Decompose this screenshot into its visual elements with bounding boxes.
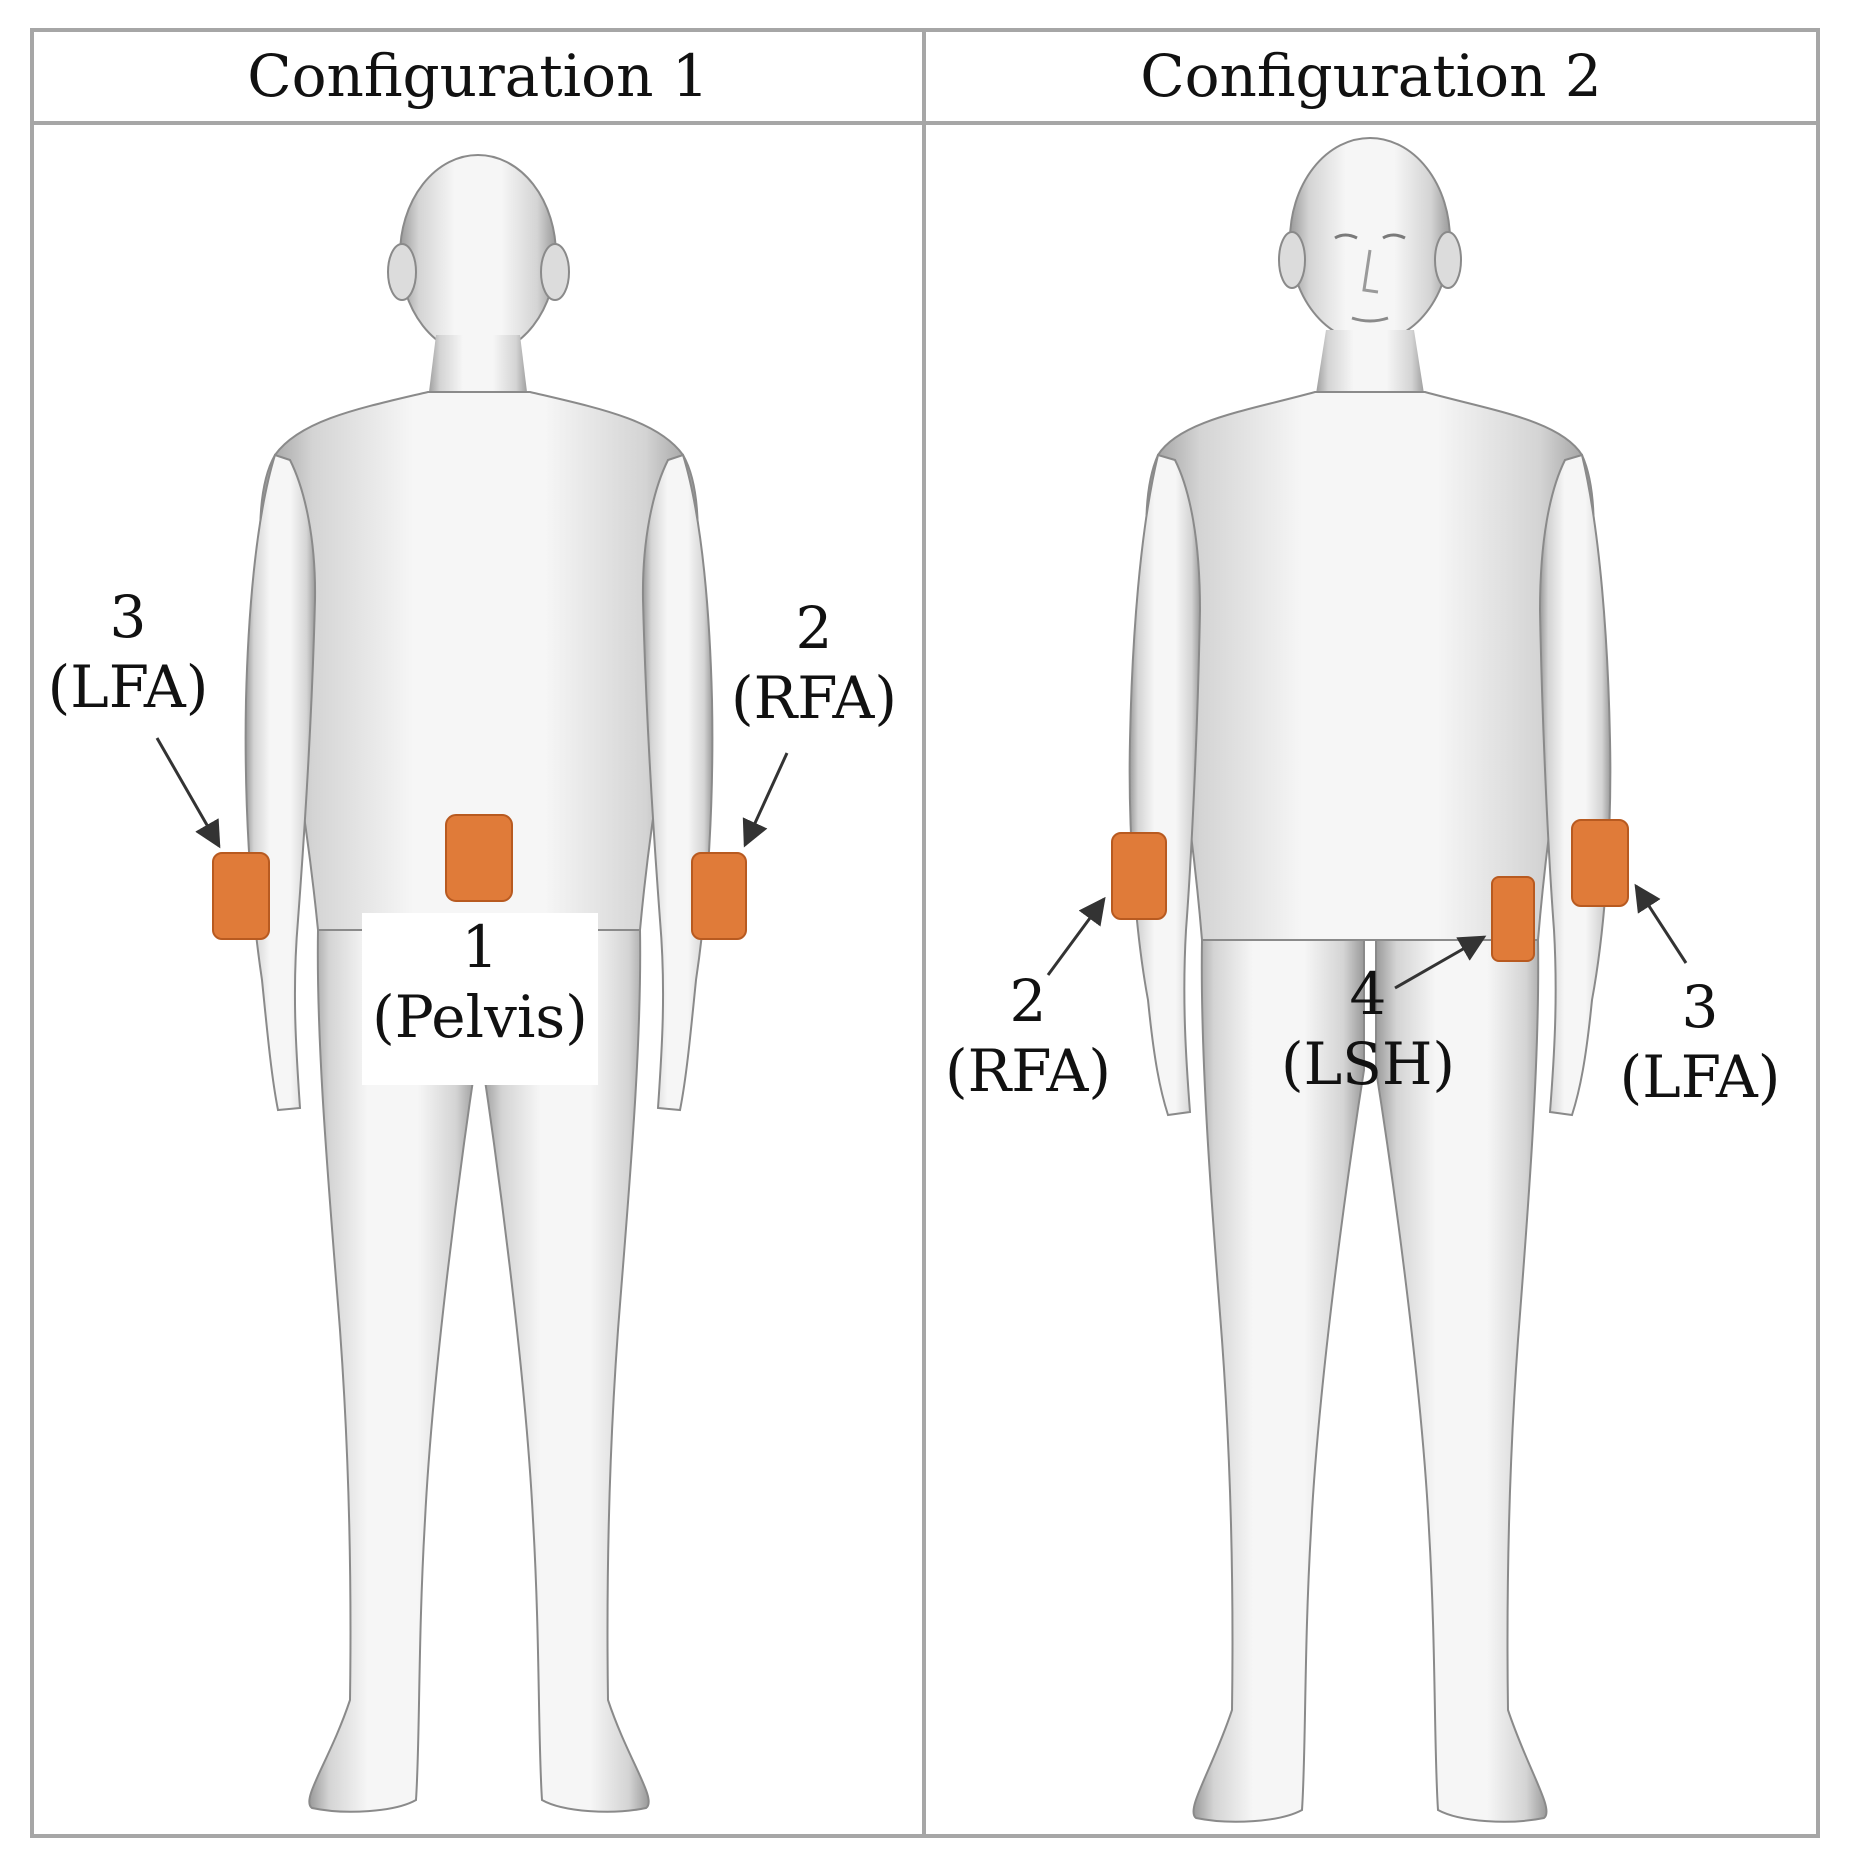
front-view-figure <box>1128 137 1612 1823</box>
arrow-lfa-config-2 <box>1634 883 1688 964</box>
header-divider <box>30 121 1820 125</box>
sensor-number: 4 <box>1349 960 1387 1028</box>
panel-divider <box>922 28 926 1838</box>
label-lfa-config-2: 3 (LFA) <box>1580 973 1820 1112</box>
sensor-number: 2 <box>795 594 833 662</box>
sensor-rfa-config-1 <box>691 852 747 940</box>
sensor-location: (LFA) <box>47 652 209 721</box>
sensor-pelvis <box>445 814 513 902</box>
arrow-rfa-config-2 <box>1046 896 1106 976</box>
panel-1-title: Configuration 1 <box>247 41 709 110</box>
arrow-lsh <box>1394 935 1487 990</box>
label-rfa-config-1: 2 (RFA) <box>694 594 934 733</box>
sensor-location: (RFA) <box>730 663 897 732</box>
sensor-rfa-config-2 <box>1111 832 1167 920</box>
figure-2-head <box>1289 137 1451 343</box>
back-view-figure <box>244 154 714 1813</box>
panel-2-title: Configuration 2 <box>1140 41 1602 110</box>
label-lsh: 4 (LSH) <box>1248 960 1488 1099</box>
sensor-number: 2 <box>1009 967 1047 1035</box>
sensor-lfa-config-2 <box>1571 819 1629 907</box>
sensor-number: 3 <box>109 583 147 651</box>
figure-2-torso <box>1145 391 1595 941</box>
label-lfa-config-1: 3 (LFA) <box>8 583 248 722</box>
figure-1-head <box>399 154 557 356</box>
arrow-lfa-config-1 <box>155 737 221 849</box>
sensor-location: (LSH) <box>1280 1029 1456 1098</box>
sensor-lsh <box>1491 876 1535 962</box>
sensor-number: 3 <box>1681 973 1719 1041</box>
sensor-location: (LFA) <box>1619 1042 1781 1111</box>
sensor-location: (RFA) <box>944 1036 1111 1105</box>
arrow-rfa-config-1 <box>742 752 789 848</box>
label-pelvis: 1 (Pelvis) <box>362 913 598 1085</box>
sensor-number: 1 <box>461 913 499 981</box>
sensor-lfa-config-1 <box>212 852 270 940</box>
label-rfa-config-2: 2 (RFA) <box>908 967 1148 1106</box>
sensor-location: (Pelvis) <box>372 982 588 1051</box>
